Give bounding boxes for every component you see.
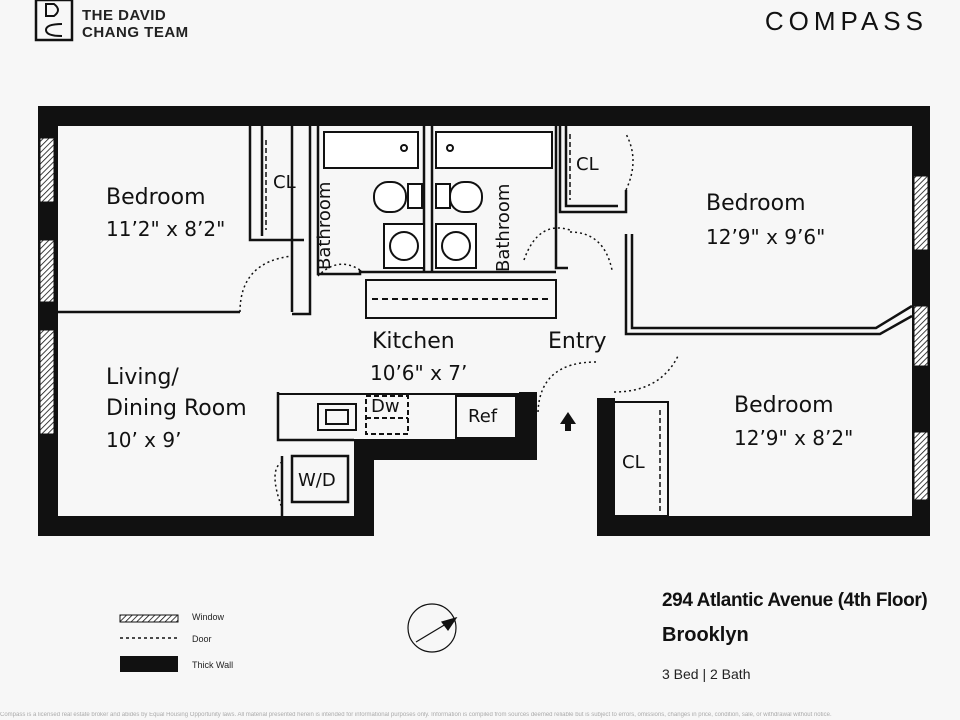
thick-walls — [38, 106, 930, 536]
legend — [119, 614, 179, 672]
bedroom-left-dimensions: 11’2" x 8’2" — [106, 217, 226, 241]
team-name: THE DAVID CHANG TEAM — [82, 7, 189, 41]
listing-city: Brooklyn — [662, 624, 749, 646]
bathroom-right-label: Bathroom — [493, 183, 514, 272]
washer-dryer-label: W/D — [298, 470, 336, 491]
closet-top-label: CL — [576, 154, 599, 175]
bedroom-top-right-label: Bedroom — [706, 191, 806, 216]
living-room-dimensions: 10’ x 9’ — [106, 428, 182, 452]
entry-label: Entry — [548, 329, 607, 354]
listing-bed-bath: 3 Bed | 2 Bath — [662, 666, 751, 682]
windows — [39, 137, 929, 501]
kitchen-dimensions: 10’6" x 7’ — [370, 361, 468, 385]
dishwasher-label: Dw — [371, 396, 400, 417]
team-name-line1: THE DAVID — [82, 7, 167, 24]
kitchen-fixtures — [277, 279, 557, 441]
doors — [239, 133, 679, 509]
legend-thick-wall-label: Thick Wall — [192, 660, 234, 670]
legal-disclaimer: Compass is a licensed real estate broker… — [0, 712, 832, 718]
bath-fixtures — [323, 131, 553, 269]
team-name-line2: CHANG TEAM — [82, 24, 189, 41]
legend-window-label: Window — [192, 612, 225, 622]
closet-right-label: CL — [622, 452, 645, 473]
closet-left-label: CL — [273, 172, 296, 193]
bedroom-bottom-right-dimensions: 12’9" x 8’2" — [734, 426, 854, 450]
living-room-label-line2: Dining Room — [106, 396, 247, 421]
entry-arrow-icon — [560, 412, 576, 431]
kitchen-label: Kitchen — [372, 329, 455, 354]
team-logo-icon — [34, 0, 74, 42]
bathroom-left-label: Bathroom — [314, 181, 335, 270]
brokerage-logo: COMPASS — [764, 6, 928, 36]
bedroom-top-right-dimensions: 12’9" x 9’6" — [706, 225, 826, 249]
bedroom-bottom-right-label: Bedroom — [734, 393, 834, 418]
north-arrow-icon — [407, 603, 458, 653]
closet-rods — [265, 134, 669, 517]
refrigerator-label: Ref — [468, 406, 498, 427]
bedroom-left-label: Bedroom — [106, 185, 206, 210]
legend-door-label: Door — [192, 634, 212, 644]
living-room-label-line1: Living/ — [106, 365, 179, 390]
listing-address: 294 Atlantic Avenue (4th Floor) — [662, 590, 928, 611]
